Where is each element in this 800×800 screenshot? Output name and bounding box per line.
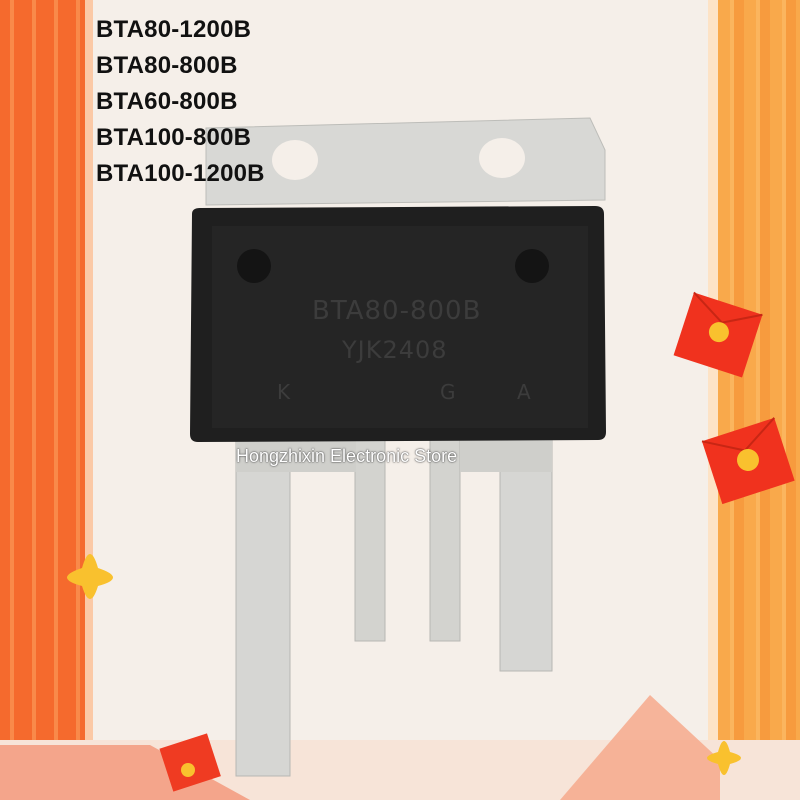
- variant-item: BTA80-1200B: [96, 16, 252, 43]
- pin-shoulder-right: [460, 436, 552, 472]
- red-envelope-bottom-seal: [181, 763, 195, 777]
- variant-item: BTA80-800B: [96, 52, 238, 79]
- pin-shoulder-left: [236, 436, 356, 472]
- store-watermark: Hongzhixin Electronic Store: [236, 446, 458, 466]
- pin-k: [235, 435, 291, 777]
- chip-dimple-right: [515, 249, 549, 283]
- chip-dimple-left: [237, 249, 271, 283]
- background-stripe-left: [0, 0, 85, 800]
- red-envelope-bottom: [159, 733, 221, 792]
- variant-item: BTA100-800B: [96, 124, 252, 151]
- pin-g: [429, 435, 461, 642]
- metal-tab: [205, 117, 606, 206]
- chip-marking-part-number: BTA80-800B: [312, 296, 482, 326]
- mounting-hole-left: [272, 140, 318, 180]
- sparkle-bottom-right-icon: [707, 741, 741, 775]
- bottom-decor-center: [560, 695, 720, 800]
- chip-marking-date-code: YJK2408: [342, 336, 448, 364]
- pin-label-k: K: [277, 380, 291, 404]
- mounting-hole-right: [479, 138, 525, 178]
- pin-label-a: A: [517, 380, 531, 404]
- background-stripe-right: [718, 0, 800, 800]
- red-envelope-bottom-right-icon: [701, 417, 795, 505]
- product-variant-list: BTA80-1200B BTA80-800B BTA60-800B BTA100…: [96, 12, 265, 192]
- red-envelope-top-icon: [673, 291, 763, 378]
- background-stripe-left-edge: [85, 0, 93, 800]
- pin-a: [499, 435, 553, 672]
- variant-item: BTA100-1200B: [96, 160, 265, 187]
- background-stripe-right-edge: [708, 0, 718, 800]
- variant-item: BTA60-800B: [96, 88, 238, 115]
- sparkle-left-icon: [67, 554, 113, 599]
- pin-label-g: G: [440, 380, 456, 404]
